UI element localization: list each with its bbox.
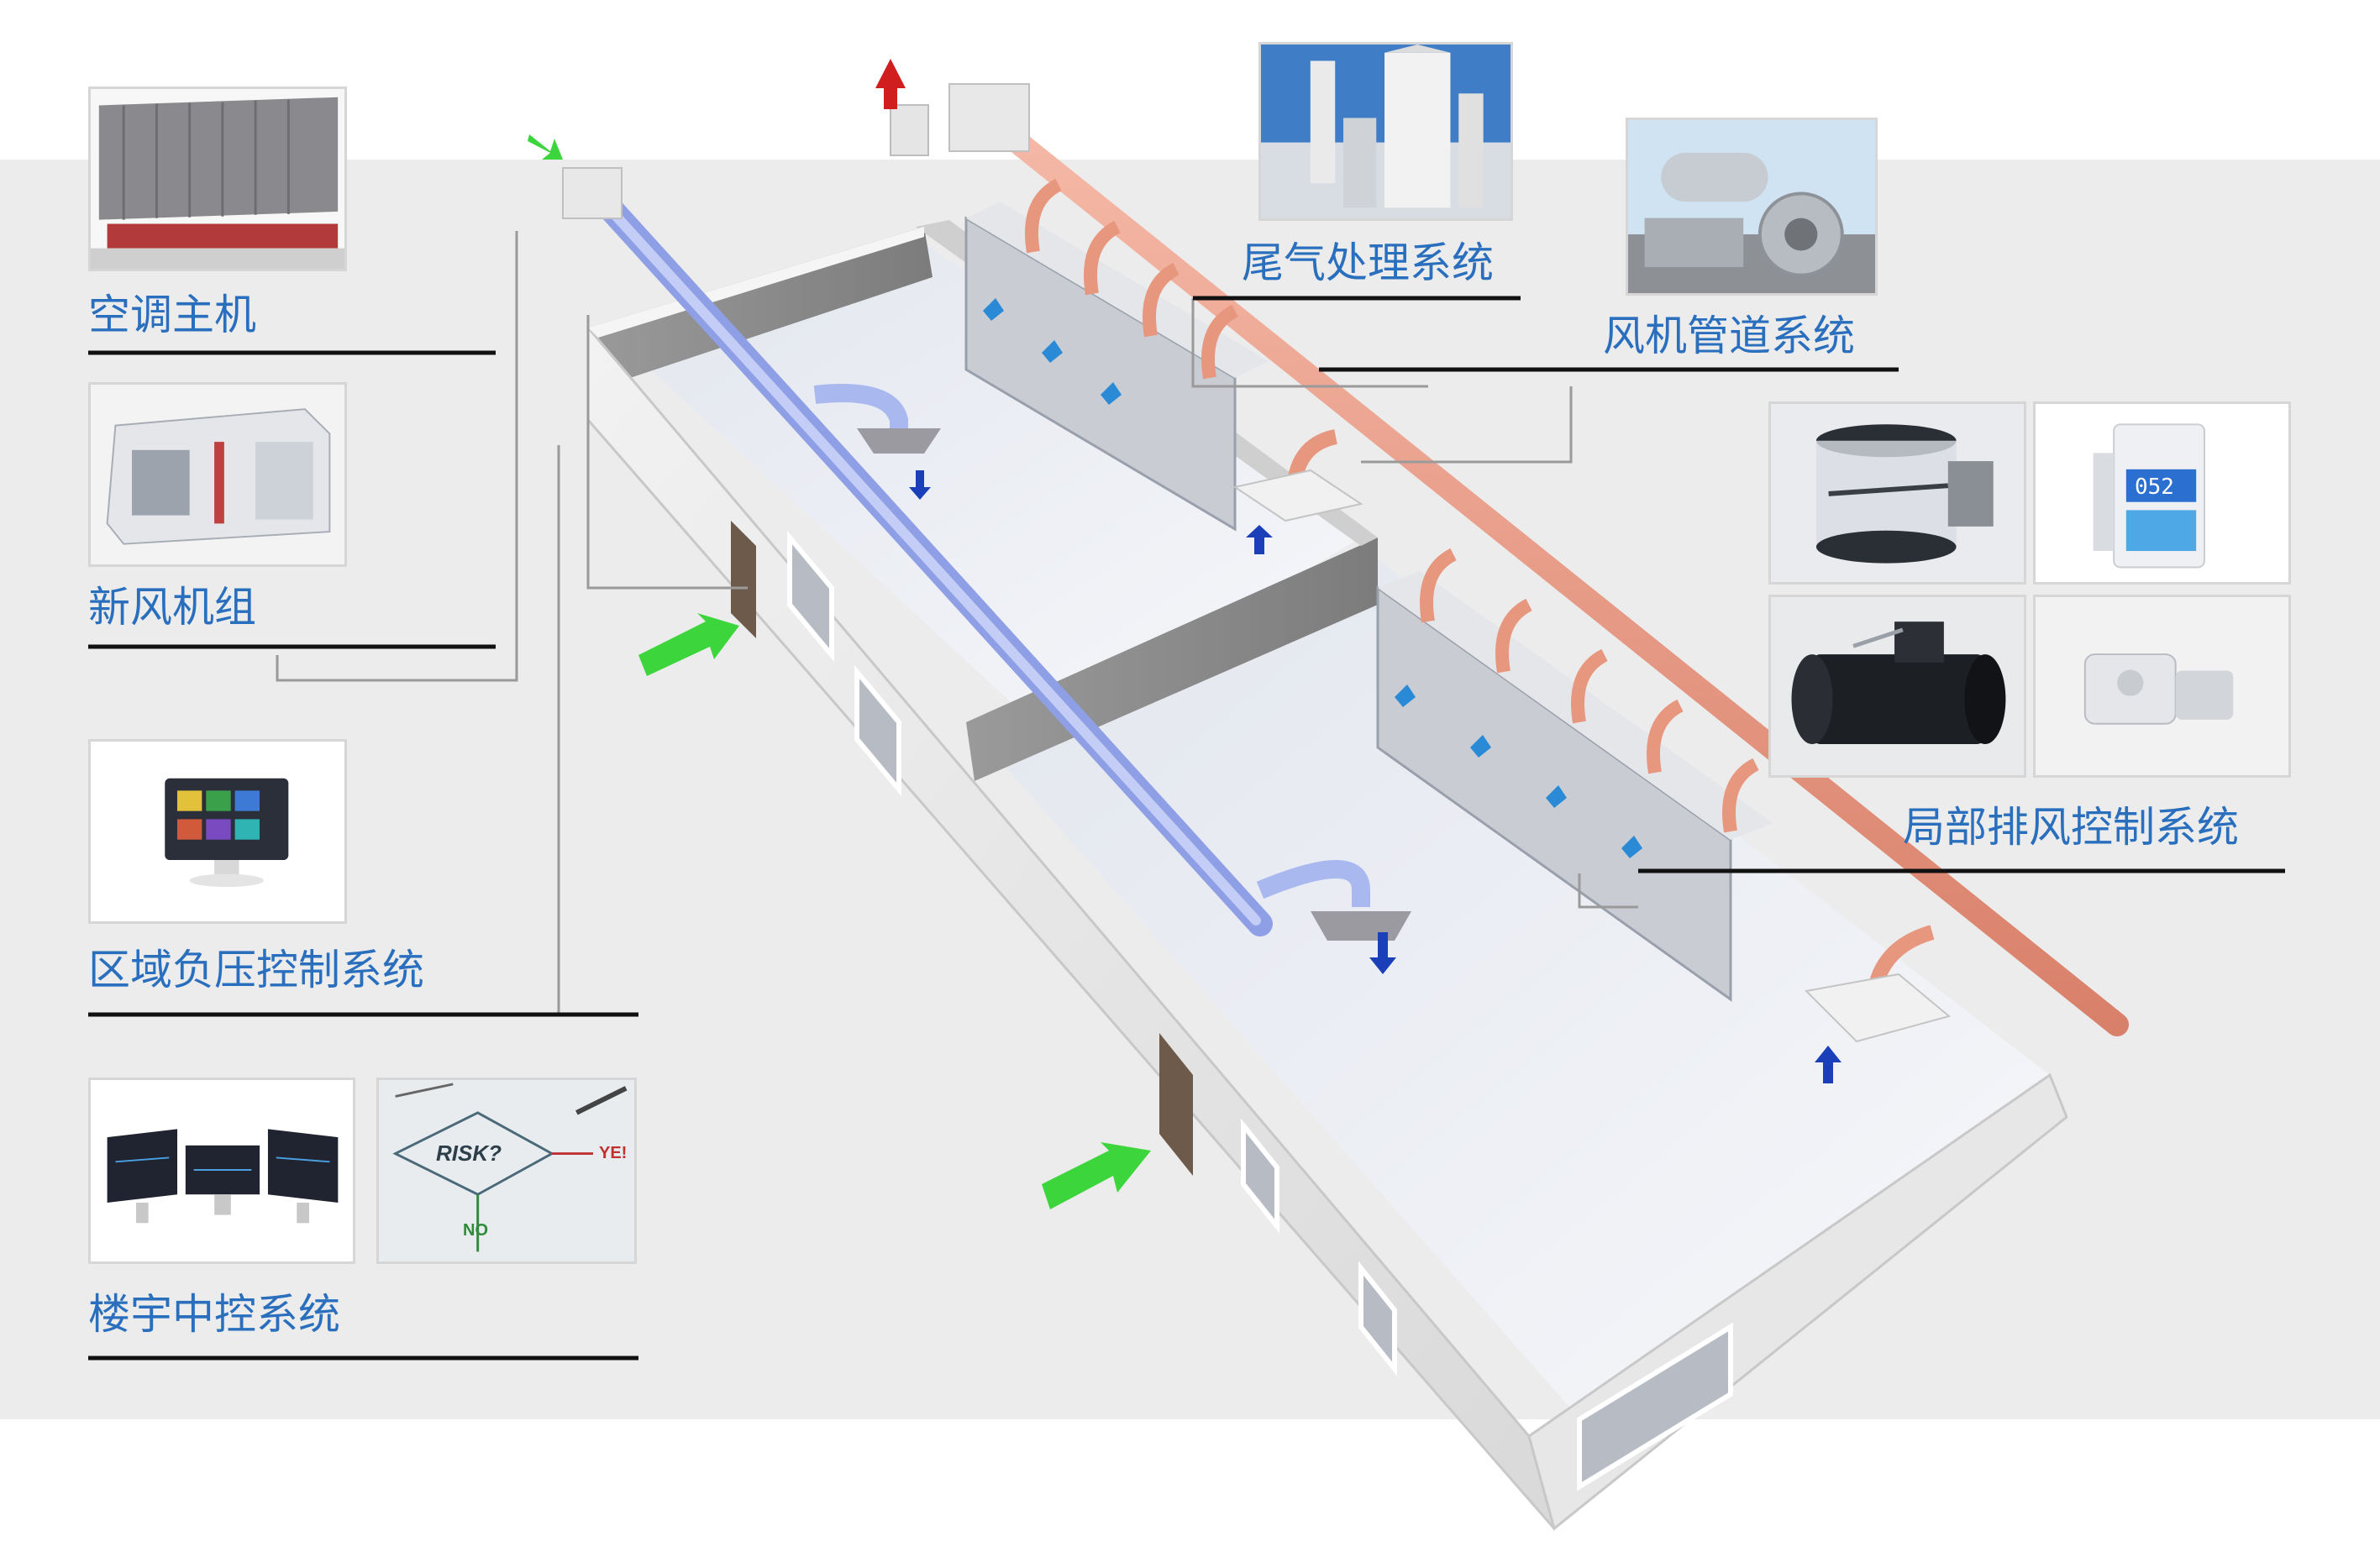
sensor-device-photo: [2033, 595, 2291, 778]
label-building-control: 楼宇中控系统: [88, 1290, 340, 1339]
flowchart-risk-text: RISK?: [436, 1141, 502, 1166]
building-floor: [605, 244, 2050, 1428]
label-ac-host: 空调主机: [88, 291, 256, 339]
fan-duct-photo: [1626, 118, 1878, 296]
exhaust-treatment-tower-photo: [1258, 42, 1513, 221]
damper-actuator-photo: [1768, 595, 2026, 778]
label-local-exhaust-control: 局部排风控制系统: [1903, 803, 2239, 852]
controller-display-value: 052: [2135, 475, 2174, 500]
label-fan-duct: 风机管道系统: [1603, 312, 1855, 360]
control-monitor-photo: [88, 739, 347, 924]
airflow-arrows: [528, 59, 1841, 1209]
air-valve-photo: [1768, 401, 2026, 585]
three-monitors-photo: [88, 1078, 355, 1264]
cooling-tower-photo: [88, 87, 347, 271]
exhaust-duct: [890, 83, 2129, 1043]
label-underlines: [88, 296, 2285, 1361]
risk-flowchart-photo: RISK? YE! NO: [376, 1078, 637, 1264]
label-zone-pressure-control: 区域负压控制系统: [88, 946, 424, 994]
label-exhaust-treatment: 尾气处理系统: [1242, 239, 1494, 287]
leader-lines: [276, 231, 1638, 1016]
label-fresh-air-unit: 新风机组: [88, 583, 256, 632]
fresh-air-unit-photo: [88, 382, 347, 567]
building-front-wall: [586, 227, 2068, 1531]
flowchart-yes-text: YE!: [599, 1144, 628, 1162]
supply-air-duct: [562, 167, 1411, 941]
controller-display-photo: 052: [2033, 401, 2291, 585]
flowchart-no-text: NO: [463, 1221, 488, 1240]
